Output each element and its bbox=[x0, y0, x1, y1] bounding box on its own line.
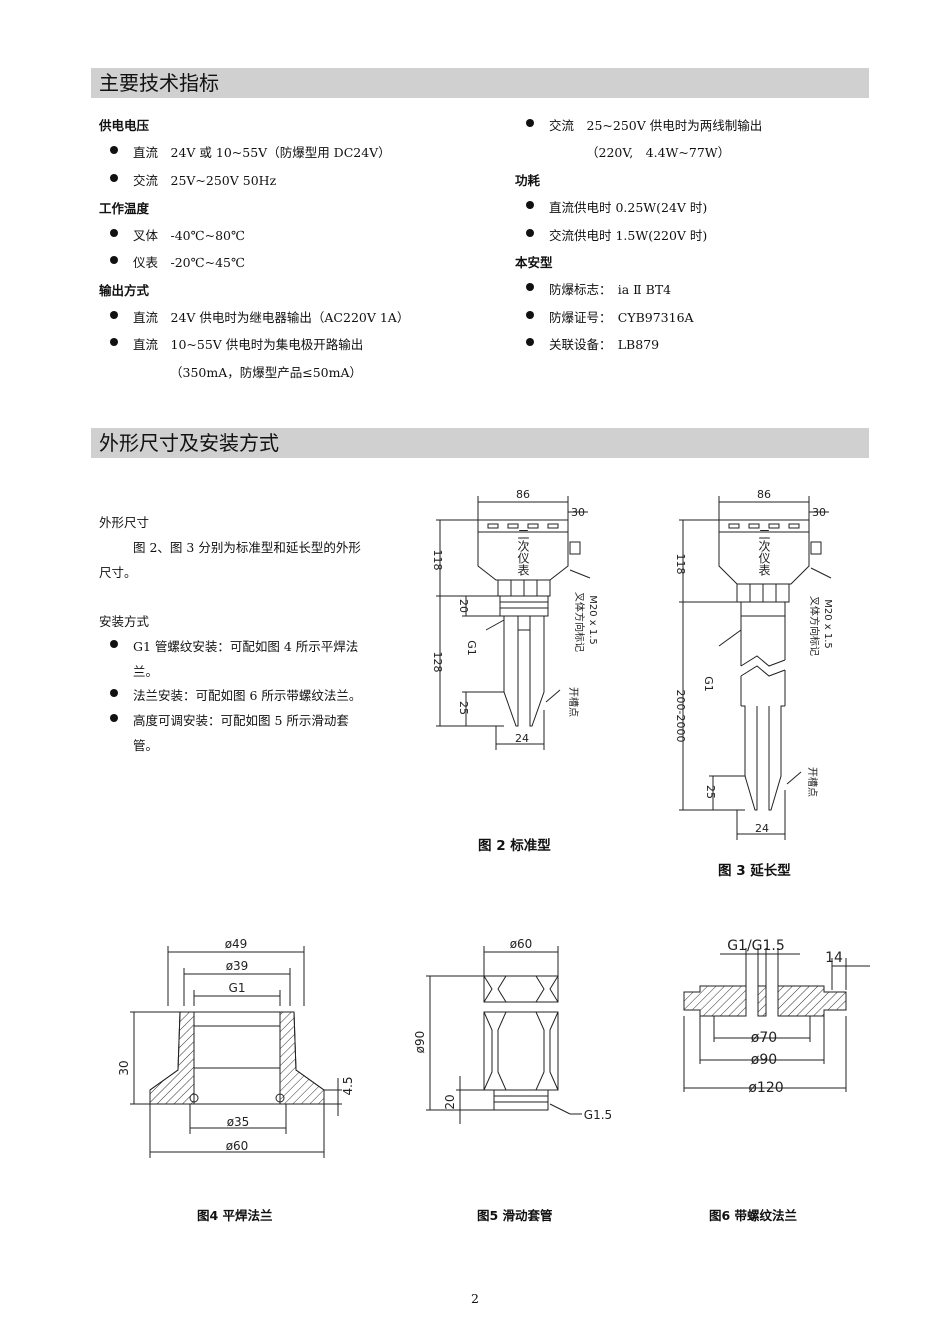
fig4-dim-g1: G1 bbox=[229, 981, 246, 995]
fig2-dim-cable: 30 bbox=[571, 506, 585, 519]
section-title-dimensions: 外形尺寸及安装方式 bbox=[91, 428, 869, 458]
fig4-dim-d35: ø35 bbox=[227, 1115, 250, 1129]
list-item: 法兰安装：可配如图 6 所示带螺纹法兰。 bbox=[133, 688, 362, 703]
list-item: 仪表 -20℃~45℃ bbox=[133, 255, 245, 270]
fig3-dim-extension: 200-2000 bbox=[674, 690, 687, 743]
bullet bbox=[110, 714, 118, 722]
list-item: 直流供电时 0.25W(24V 时) bbox=[549, 200, 708, 215]
fig2-thread-spec: M20 x 1.5 bbox=[587, 595, 598, 645]
fig3-caption: 图 3 延长型 bbox=[718, 863, 791, 879]
dimensions-text-line2: 尺寸。 bbox=[99, 565, 137, 580]
fig6-caption: 图6 带螺纹法兰 bbox=[709, 1208, 798, 1223]
fig2-thread-label: G1 bbox=[465, 640, 478, 656]
dimensions-text-line1: 图 2、图 3 分别为标准型和延长型的外形 bbox=[133, 540, 361, 555]
heading-intrinsic-safety: 本安型 bbox=[515, 255, 553, 270]
fig2-box-text: 二次仪表 bbox=[516, 528, 530, 576]
fig2-fork-mark: 叉体方向标记 bbox=[573, 592, 586, 652]
bullet bbox=[526, 201, 534, 209]
fig6-dim-d90: ø90 bbox=[751, 1052, 777, 1068]
heading-dimensions: 外形尺寸 bbox=[99, 515, 150, 530]
list-item: 防爆证号： CYB97316A bbox=[549, 310, 694, 325]
fig2-dim-tip: 25 bbox=[457, 701, 470, 715]
list-item: 直流 10~55V 供电时为集电极开路输出 bbox=[133, 337, 364, 352]
page-number: 2 bbox=[471, 1291, 479, 1306]
list-item: 叉体 -40℃~80℃ bbox=[133, 228, 245, 243]
fig3-dim-tip: 25 bbox=[704, 785, 717, 799]
list-item-cont: 管。 bbox=[133, 738, 159, 753]
fig2-dim-neck: 20 bbox=[457, 599, 470, 613]
bullet bbox=[526, 283, 534, 291]
fig4-dim-h45: 4.5 bbox=[341, 1076, 355, 1095]
list-item: G1 管螺纹安装：可配如图 4 所示平焊法 bbox=[133, 639, 359, 654]
list-item-note: （350mA，防爆型产品≤50mA） bbox=[170, 365, 362, 380]
bullet bbox=[110, 174, 118, 182]
fig5-drawing: ø60 ø90 20 G1.5 bbox=[413, 937, 612, 1124]
fig6-dim-d70: ø70 bbox=[751, 1030, 777, 1046]
fig5-thread-label: G1.5 bbox=[584, 1108, 612, 1122]
fig5-dim-h20: 20 bbox=[443, 1094, 457, 1109]
list-item: 交流 25~250V 供电时为两线制输出 bbox=[549, 118, 763, 133]
fig4-dim-d39: ø39 bbox=[226, 959, 249, 973]
fig3-slot: 开槽点 bbox=[806, 767, 819, 797]
fig3-dim-head: 118 bbox=[674, 554, 687, 575]
bullet bbox=[110, 229, 118, 237]
fig2-dim-fork-width: 24 bbox=[515, 732, 529, 745]
list-item: 直流 24V 或 10~55V（防爆型用 DC24V） bbox=[133, 145, 391, 160]
bullet bbox=[526, 229, 534, 237]
fig4-dim-d60: ø60 bbox=[226, 1139, 249, 1153]
list-item: 交流 25V~250V 50Hz bbox=[133, 173, 277, 188]
heading-power-consumption: 功耗 bbox=[515, 173, 541, 188]
fig3-thread-spec: M20 x 1.5 bbox=[822, 599, 833, 649]
list-item: 防爆标志： ia Ⅱ BT4 bbox=[549, 282, 672, 297]
fig6-dim-t14: 14 bbox=[825, 950, 843, 966]
section-title-specs: 主要技术指标 bbox=[91, 68, 869, 98]
heading-power-supply: 供电电压 bbox=[99, 118, 150, 133]
bullet bbox=[110, 640, 118, 648]
fig2-caption: 图 2 标准型 bbox=[478, 838, 551, 854]
fig2-dim-fork: 128 bbox=[431, 652, 444, 673]
fig3-drawing: 86 30 二次仪表 118 G1 200-2000 25 24 M20 x 1… bbox=[674, 488, 833, 840]
fig5-caption: 图5 滑动套管 bbox=[477, 1208, 553, 1223]
fig4-dim-h30: 30 bbox=[117, 1060, 131, 1075]
bullet bbox=[110, 256, 118, 264]
bullet bbox=[526, 311, 534, 319]
fig4-caption: 图4 平焊法兰 bbox=[197, 1208, 273, 1223]
fig3-dim-cable: 30 bbox=[812, 506, 826, 519]
fig3-thread-label: G1 bbox=[702, 676, 715, 692]
heading-output: 输出方式 bbox=[99, 283, 150, 298]
list-item: 直流 24V 供电时为继电器输出（AC220V 1A） bbox=[133, 310, 410, 325]
list-item: 高度可调安装：可配如图 5 所示滑动套 bbox=[133, 713, 349, 728]
bullet bbox=[526, 119, 534, 127]
fig2-drawing: 86 30 二次仪表 118 20 G1 128 25 24 M20 x 1.5… bbox=[431, 488, 598, 750]
list-item-note: （220V, 4.4W~77W） bbox=[586, 145, 731, 160]
list-item: 关联设备： LB879 bbox=[549, 337, 660, 352]
heading-installation: 安装方式 bbox=[99, 614, 150, 629]
fig6-dim-d120: ø120 bbox=[748, 1080, 783, 1096]
fig4-drawing: ø49 ø39 G1 30 4.5 ø35 ø60 bbox=[117, 937, 355, 1158]
fig2-slot: 开槽点 bbox=[567, 687, 580, 717]
fig2-dim-width: 86 bbox=[516, 488, 530, 501]
fig3-dim-width: 86 bbox=[757, 488, 771, 501]
fig3-fork-mark: 叉体方向标记 bbox=[808, 596, 821, 656]
fig4-dim-d49: ø49 bbox=[225, 937, 248, 951]
bullet bbox=[110, 338, 118, 346]
list-item-cont: 兰。 bbox=[133, 664, 159, 679]
fig6-dim-thread: G1/G1.5 bbox=[727, 938, 785, 954]
bullet bbox=[110, 311, 118, 319]
fig5-dim-d60: ø60 bbox=[510, 937, 533, 951]
fig6-drawing: G1/G1.5 14 ø70 ø90 ø120 bbox=[683, 938, 870, 1096]
fig3-dim-fork-width: 24 bbox=[755, 822, 769, 835]
heading-temperature: 工作温度 bbox=[99, 201, 150, 216]
bullet bbox=[110, 146, 118, 154]
bullet bbox=[526, 338, 534, 346]
fig2-dim-head: 118 bbox=[431, 550, 444, 571]
fig3-box-text: 二次仪表 bbox=[757, 528, 771, 576]
fig5-dim-d90: ø90 bbox=[413, 1031, 427, 1054]
bullet bbox=[110, 689, 118, 697]
list-item: 交流供电时 1.5W(220V 时) bbox=[549, 228, 708, 243]
